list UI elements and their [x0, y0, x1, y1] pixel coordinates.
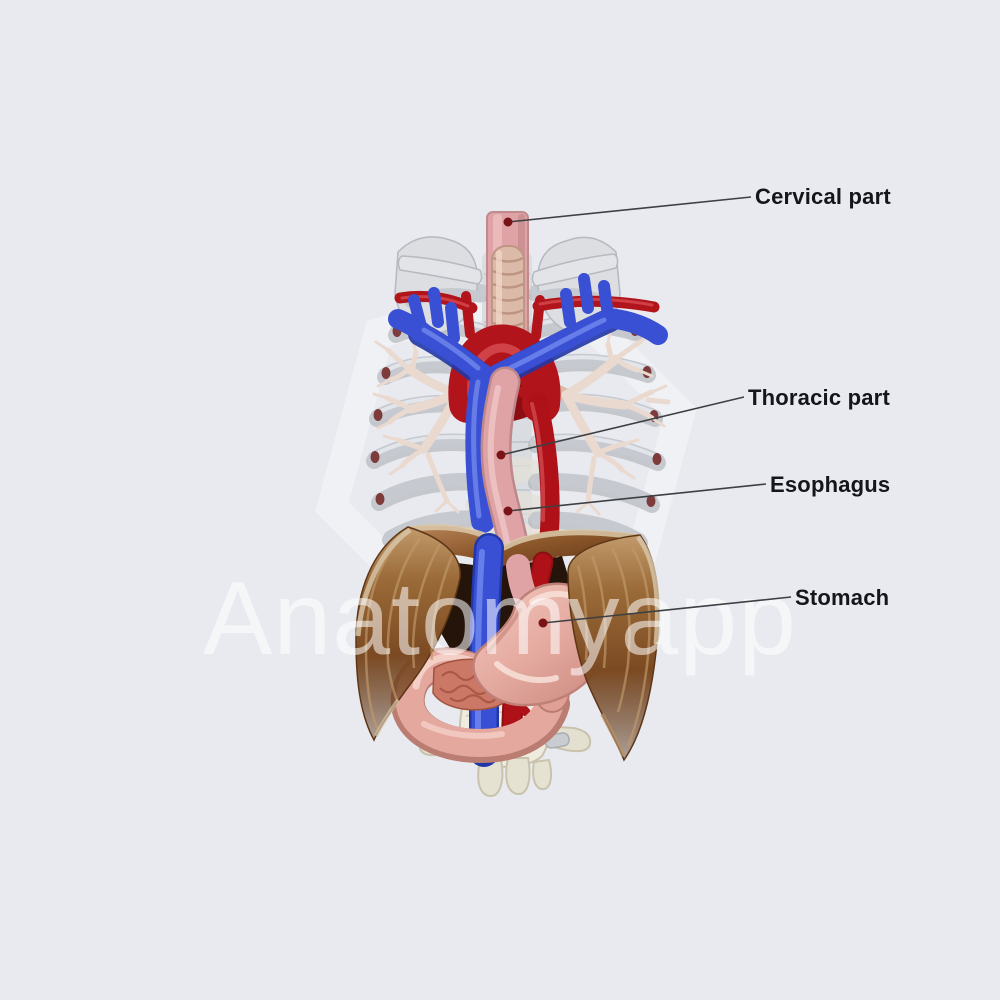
leader-line-stomach: [542, 596, 792, 624]
leader-dot-cervical-part[interactable]: [503, 217, 513, 227]
bronchial-tree[interactable]: [372, 328, 671, 516]
leader-line-thoracic-part: [500, 396, 745, 456]
label-cervical-part[interactable]: Cervical part: [755, 184, 891, 209]
leader-line-cervical-part: [507, 196, 752, 223]
diaphragm[interactable]: [355, 526, 660, 762]
clavicle-left: [397, 255, 483, 285]
leader-dot-stomach[interactable]: [538, 618, 548, 628]
superior-vena-cava[interactable]: [465, 364, 495, 533]
label-stomach[interactable]: Stomach: [795, 585, 890, 610]
bronchial-tree-right[interactable]: [561, 328, 671, 516]
leader-dot-thoracic-part[interactable]: [496, 450, 506, 460]
stomach-complex[interactable]: [390, 554, 609, 764]
leader-line-esophagus: [507, 483, 767, 512]
label-esophagus[interactable]: Esophagus: [770, 472, 891, 497]
clavicle-right: [531, 253, 619, 287]
leader-dot-esophagus[interactable]: [503, 506, 513, 516]
label-thoracic-part[interactable]: Thoracic part: [748, 385, 890, 410]
